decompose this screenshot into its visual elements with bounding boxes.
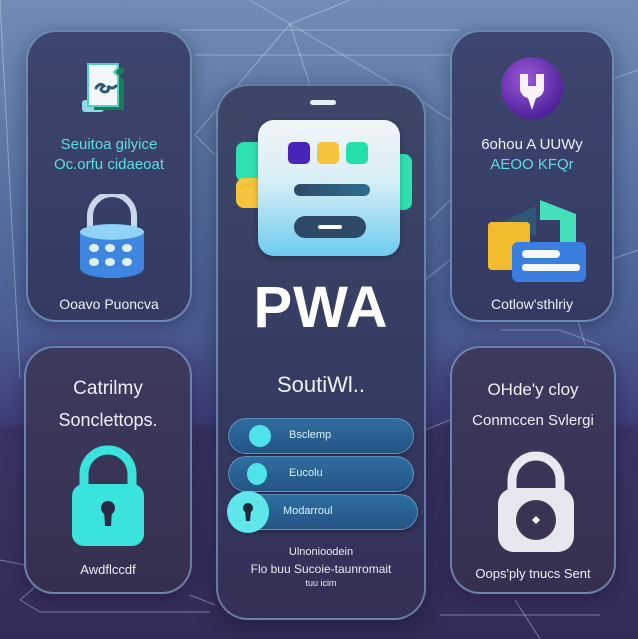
menu-item-2[interactable]: Eucolu — [228, 456, 414, 492]
chat-bubble-icon — [247, 463, 267, 485]
tool-pin-icon — [500, 56, 564, 120]
phone-footer-line1: Ulnonioodein — [288, 546, 354, 558]
card-heading-line2: Conmccen Svlergi — [472, 412, 594, 429]
phone-speaker — [310, 100, 336, 105]
card-heading-line1: Seuitoa gilyice — [60, 136, 158, 153]
pwa-phone-mockup: PWA SoutiWl.. Bsclemp Eucolu Modarroul U… — [216, 84, 426, 620]
phone-footer-line2: Flo buu Sucoie-taunromait — [250, 562, 392, 576]
card-caption: Cotlow'sthlriy — [490, 296, 574, 312]
card-heading-line1: OHde'y cloy — [487, 380, 579, 399]
phone-footer-line3: tuu icim — [305, 578, 337, 588]
cards-stack-icon — [482, 192, 586, 284]
keyhole-icon — [227, 491, 269, 533]
card-heading-line2: Oc.orfu cidaeoat — [53, 156, 165, 173]
feature-card-bottom-left[interactable]: Catrilmy Sonclettops. Awdflccdf — [24, 346, 192, 594]
menu-item-3[interactable]: Modarroul — [227, 491, 418, 533]
database-lock-icon — [72, 191, 152, 284]
app-window-icon — [236, 114, 412, 264]
document-icon — [78, 62, 134, 116]
feature-card-bottom-right[interactable]: OHde'y cloy Conmccen Svlergi Oops'ply tn… — [450, 346, 616, 594]
padlock-white-icon — [496, 448, 576, 552]
menu-item-1[interactable]: Bsclemp — [228, 418, 414, 454]
card-caption: Ooavo Puoncva — [59, 296, 159, 312]
padlock-teal-icon — [68, 444, 148, 548]
card-heading-line2: AEOO KFQr — [490, 156, 574, 173]
card-heading-line2: Sonclettops. — [58, 410, 158, 430]
menu-item-label: Eucolu — [289, 467, 323, 479]
menu-item-label: Bsclemp — [289, 429, 332, 441]
pwa-subtitle: SoutiWl.. — [276, 372, 366, 397]
feature-card-top-right[interactable]: 6ohou A UUWy AEOO KFQr Cotlow'sthlriy — [450, 30, 614, 322]
pwa-title: PWA — [253, 275, 389, 340]
menu-item-label: Modarroul — [283, 505, 333, 517]
card-heading-line1: Catrilmy — [73, 378, 143, 399]
card-caption: Awdflccdf — [80, 562, 136, 577]
chat-bubble-icon — [249, 425, 271, 447]
feature-card-top-left[interactable]: Seuitoa gilyice Oc.orfu cidaeoat Ooavo P… — [26, 30, 192, 322]
card-caption: Oops'ply tnucs Sent — [475, 566, 591, 581]
card-heading-line1: 6ohou A UUWy — [481, 136, 583, 153]
